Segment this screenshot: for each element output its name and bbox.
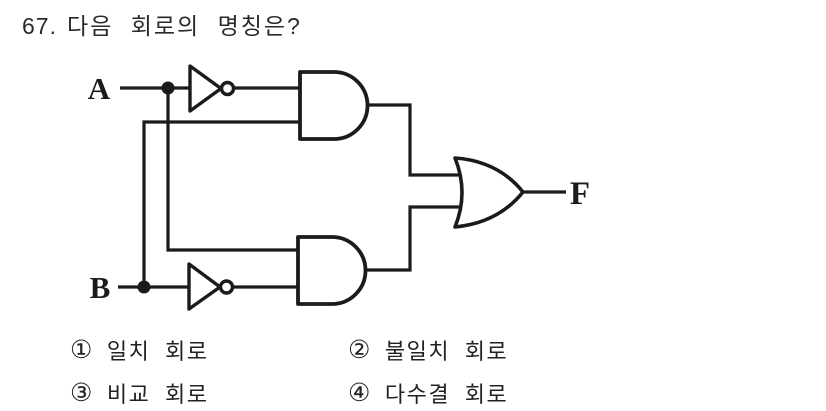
and-gate-upper <box>298 70 370 141</box>
input-a-label: A <box>88 71 111 106</box>
question-text: 다음 회로의 명칭은? <box>66 13 302 39</box>
option-4-marker: ④ <box>348 379 372 407</box>
answer-option-3: ③ 비교 회로 <box>70 377 348 409</box>
wire-a-branch-down <box>166 88 298 252</box>
junction-dot-a <box>161 81 175 95</box>
question-title: 67. 다음 회로의 명칭은? <box>22 7 302 41</box>
wire-and-upper-to-or <box>368 103 464 177</box>
output-f-label: F <box>570 176 590 212</box>
answer-option-1: ① 일치 회로 <box>70 334 348 366</box>
input-b-label: B <box>90 270 111 305</box>
option-2-label: 불일치 회로 <box>384 339 509 364</box>
option-3-label: 비교 회로 <box>106 382 209 407</box>
wire-and-lower-to-or <box>366 205 464 272</box>
answer-option-4: ④ 다수결 회로 <box>348 377 710 409</box>
option-1-label: 일치 회로 <box>106 339 209 364</box>
option-4-label: 다수결 회로 <box>384 382 509 407</box>
answer-options: ① 일치 회로 ② 불일치 회로 ③ 비교 회로 ④ 다수결 회로 <box>70 334 710 409</box>
and-gate-lower <box>296 235 368 306</box>
not-gate-b-bubble <box>218 279 235 295</box>
option-1-marker: ① <box>70 336 94 364</box>
not-gate-b <box>187 262 235 311</box>
not-gate-a <box>188 64 236 113</box>
junction-dot-b <box>137 280 151 294</box>
wire-b-branch-up <box>142 120 300 287</box>
not-gate-a-bubble <box>219 80 236 97</box>
question-number: 67. <box>22 13 57 39</box>
or-gate-output <box>453 156 525 229</box>
answer-option-2: ② 불일치 회로 <box>348 334 710 366</box>
option-2-marker: ② <box>348 336 372 364</box>
option-3-marker: ③ <box>70 379 94 407</box>
